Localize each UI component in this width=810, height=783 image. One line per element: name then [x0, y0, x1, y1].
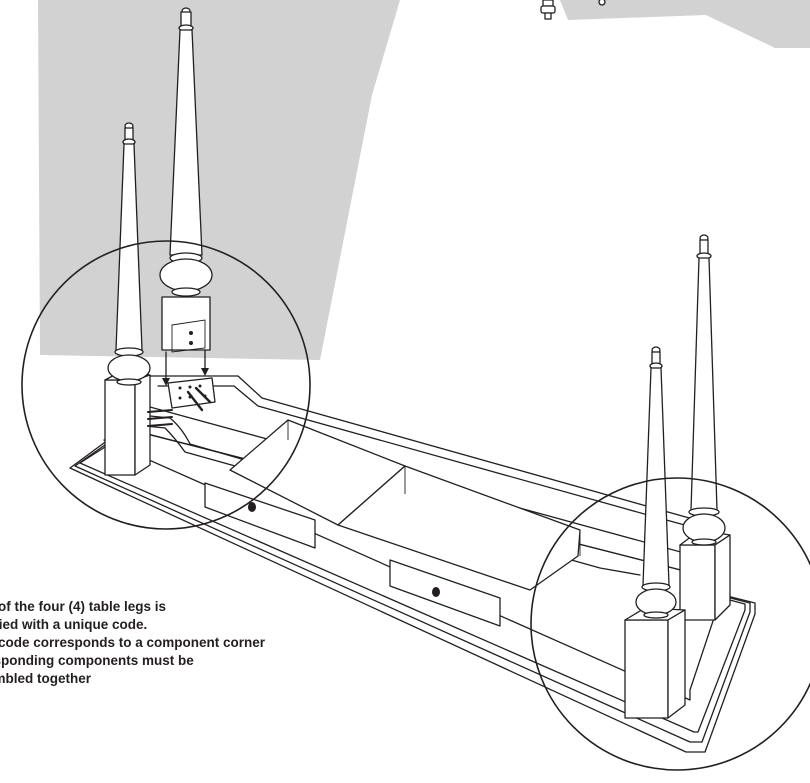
detail-circle-right	[530, 477, 810, 771]
background-shadow-wedge	[38, 0, 400, 360]
instruction-line: h of the four (4) table legs is	[0, 599, 167, 614]
instruction-line: tified with a unique code.	[0, 617, 148, 632]
assembly-arrows	[162, 349, 209, 386]
hardware-bolt-icon	[540, 0, 606, 20]
leg-mounting-bracket	[171, 319, 206, 353]
instruction-line: h code corresponds to a component corner	[0, 635, 266, 650]
background-shadow-strip	[560, 0, 810, 48]
corner-mounting-plate	[167, 377, 216, 409]
table-leg-back-right	[682, 234, 726, 546]
table-leg-back-left	[159, 7, 213, 353]
instruction-line: esponding components must be	[0, 653, 194, 668]
assembly-instructions: h of the four (4) table legs is tified w…	[0, 598, 460, 688]
detail-circle-left	[21, 240, 311, 530]
screws-icon	[147, 386, 212, 427]
instruction-line: embled together	[0, 671, 92, 686]
table-leg-front-right	[635, 346, 677, 619]
table-leg-front-left	[107, 122, 151, 386]
